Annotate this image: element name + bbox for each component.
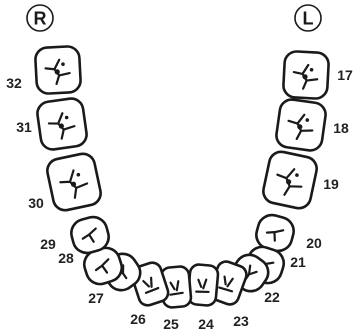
right-side-marker: R [27,5,53,31]
tooth-20-number: 20 [306,235,322,251]
tooth-21-number: 21 [290,254,306,270]
tooth-17-number: 17 [337,67,353,83]
tooth-32 [35,46,81,94]
tooth-26-number: 26 [130,311,146,327]
tooth-18 [275,98,327,152]
tooth-18-number: 18 [333,120,349,136]
tooth-23-number: 23 [233,313,249,329]
left-side-letter: L [303,9,314,29]
tooth-31 [36,97,88,151]
tooth-31-number: 31 [16,119,32,135]
tooth-17 [283,51,329,99]
tooth-30 [45,152,103,213]
tooth-25-number: 25 [163,316,179,330]
tooth-22-number: 22 [264,289,280,305]
tooth-19 [261,150,319,211]
tooth-32-number: 32 [6,75,22,91]
tooth-24-number: 24 [198,316,214,330]
tooth-30-number: 30 [28,195,44,211]
left-side-marker: L [295,5,321,31]
tooth-27-number: 27 [88,290,104,306]
tooth-28-number: 28 [58,250,74,266]
right-side-letter: R [34,9,47,29]
tooth-24-crown [187,264,218,306]
tooth-29-number: 29 [40,236,56,252]
tooth-24 [187,264,218,306]
tooth-19-number: 19 [323,176,339,192]
teeth-arch [35,46,329,308]
